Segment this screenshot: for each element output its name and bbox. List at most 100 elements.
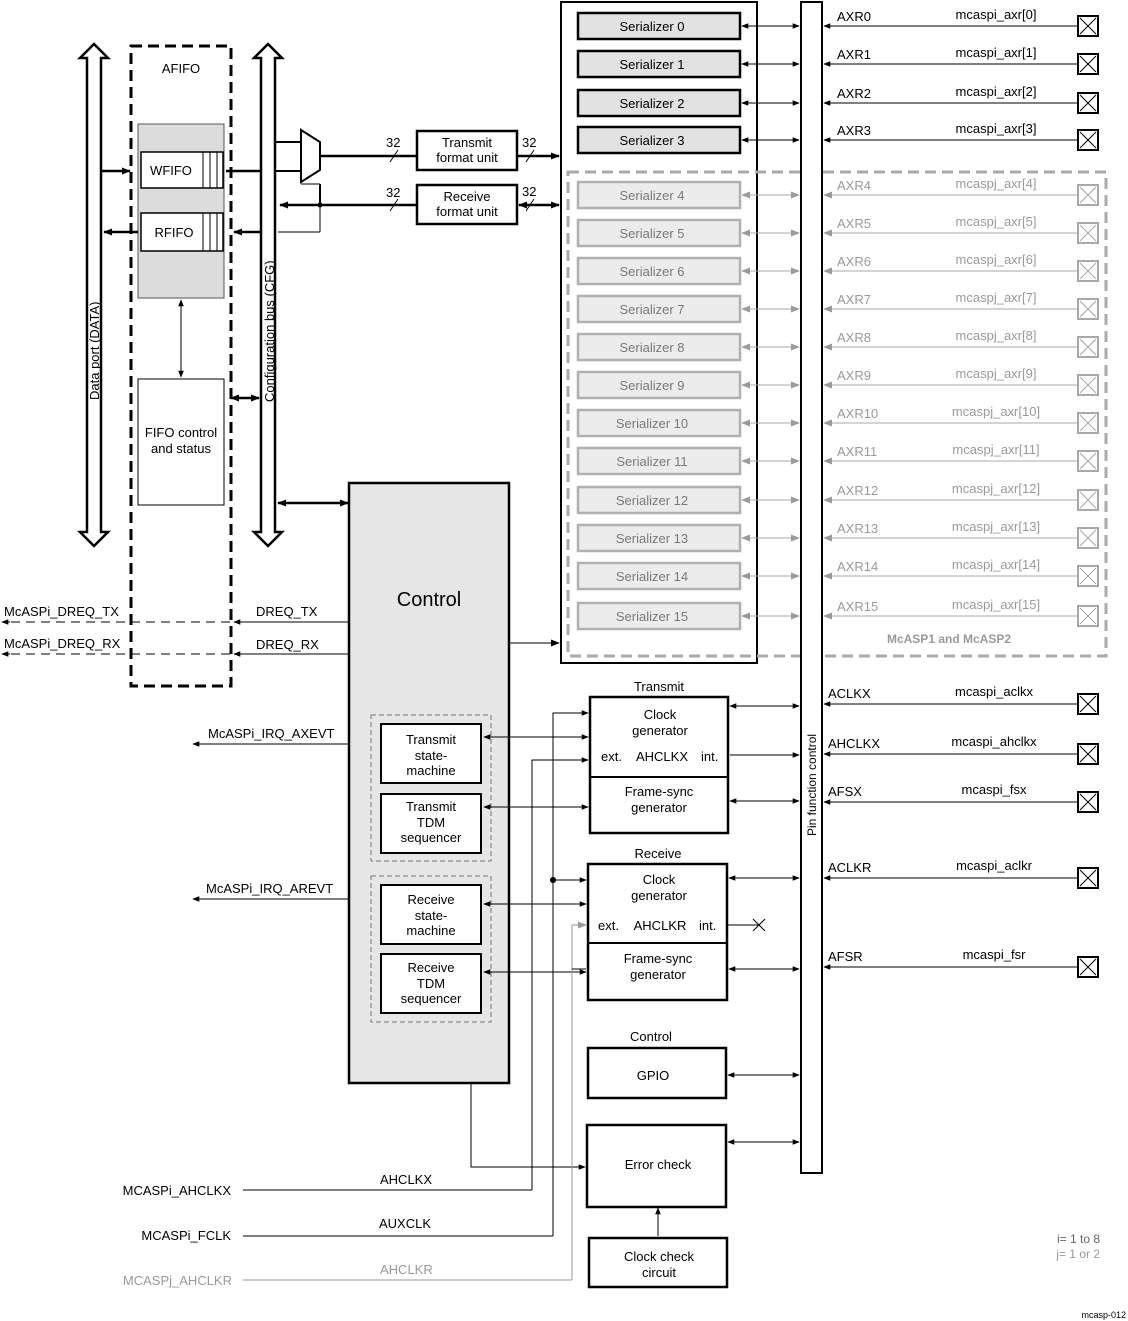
axr-pin-label: mcaspj_axr[8]	[956, 328, 1037, 343]
rx-int-label: int.	[699, 918, 716, 933]
afifo-box	[129, 44, 233, 688]
note-i: i= 1 to 8	[1057, 1232, 1100, 1246]
fifo-control-line2: and status	[151, 441, 211, 456]
serializer-label: Serializer 2	[619, 96, 684, 111]
rx-sm-line2: state-	[415, 908, 448, 923]
serializer-box	[576, 294, 742, 324]
serializer-column	[560, 1, 758, 664]
axr-pin-label: mcaspj_axr[14]	[952, 557, 1040, 572]
axr-label: AXR5	[837, 216, 871, 231]
rx-sm-line1: Receive	[408, 892, 455, 907]
serializer-label: Serializer 7	[619, 302, 684, 317]
serializer-label: Serializer 13	[616, 531, 688, 546]
clock-check-block	[587, 1236, 729, 1289]
irq-arevt-label: McASPi_IRQ_AREVT	[206, 881, 333, 896]
axr-label: AXR3	[837, 123, 871, 138]
axr-label: AXR8	[837, 330, 871, 345]
pin-pad-icon	[1077, 184, 1099, 206]
fifo-control-box	[137, 378, 225, 506]
pin-pad-icon	[1077, 605, 1099, 627]
gpio-title: Control	[630, 1029, 672, 1044]
rx-tdm-sequencer	[380, 953, 482, 1014]
pin-pad-icon	[1077, 129, 1099, 151]
pin-function-control-label: Pin function control	[805, 734, 819, 836]
dreq-rx-label: DREQ_RX	[256, 637, 319, 652]
tx-ahclk-label: AHCLKX	[636, 749, 688, 764]
pin-pad-icon	[1077, 336, 1099, 358]
input-ahclkr-ext: MCASPj_AHCLKR	[123, 1273, 232, 1288]
serializer-box	[576, 332, 742, 362]
serializer-box	[576, 125, 742, 155]
transmit-title: Transmit	[634, 679, 684, 694]
tx-sm-line1: Transmit	[406, 732, 456, 747]
tx-clockgen-line1: Clock	[644, 707, 677, 722]
rx-tdm-line3: sequencer	[401, 991, 462, 1006]
axr-label: AXR7	[837, 292, 871, 307]
tx-tdm-line2: TDM	[417, 815, 445, 830]
clock-pin-row: AFSR mcaspi_fsr	[823, 947, 1099, 978]
rx-ext-label: ext.	[598, 918, 619, 933]
serializer-label: Serializer 0	[619, 19, 684, 34]
pin-pad-icon	[1077, 791, 1099, 813]
rx-fsync-line1: Frame-sync	[624, 951, 693, 966]
bus-width-rx-out: 32	[522, 184, 536, 199]
serializer-box	[576, 370, 742, 400]
tx-fsync-line2: generator	[631, 800, 687, 815]
rfu-line2: format unit	[436, 204, 498, 219]
serializer-label: Serializer 11	[616, 454, 687, 469]
mux-shape	[300, 128, 321, 184]
input-ahclkr-sig: AHCLKR	[380, 1262, 433, 1277]
axr-pin-label: mcaspi_axr[0]	[956, 7, 1037, 22]
rx-tdm-line1: Receive	[408, 960, 455, 975]
bus-width-tx-in: 32	[386, 135, 400, 150]
serializer-box	[576, 408, 742, 438]
input-fclk-ext: MCASPi_FCLK	[141, 1228, 231, 1243]
tx-int-label: int.	[701, 749, 718, 764]
serializer-box	[576, 446, 742, 476]
data-port-bus	[76, 42, 112, 548]
serializer-label: Serializer 1	[619, 57, 684, 72]
serializer-label: Serializer 14	[616, 569, 688, 584]
axr-label: AXR1	[837, 47, 871, 62]
gpio-block	[586, 1046, 728, 1100]
pin-pad-icon	[1077, 450, 1099, 472]
serializer-box	[576, 218, 742, 248]
serializer-label: Serializer 9	[619, 378, 684, 393]
axr-pin-label: mcaspj_axr[5]	[956, 214, 1037, 229]
config-bus	[250, 42, 286, 548]
serializer-box	[576, 88, 742, 118]
bus-width-rx-in: 32	[386, 185, 400, 200]
tx-clockgen-line2: generator	[632, 723, 688, 738]
tx-fsync-line1: Frame-sync	[625, 784, 694, 799]
axr-label: AXR12	[837, 483, 878, 498]
axr-label: AXR4	[837, 178, 871, 193]
serializer-box	[576, 523, 742, 553]
serializer-label: Serializer 12	[616, 493, 688, 508]
rx-fsync-line2: generator	[630, 967, 686, 982]
fifo-area	[137, 123, 225, 299]
axr-pin-label: mcaspj_axr[12]	[952, 481, 1040, 496]
pin-pad-icon	[1077, 15, 1099, 37]
clock-pin-label: mcaspi_fsr	[963, 947, 1027, 962]
clock-pin-label: mcaspi_ahclkx	[951, 734, 1037, 749]
serializer-box	[576, 49, 742, 79]
serializer-row: Serializer 12 AXR12 mcaspj_axr[12]	[576, 481, 1099, 515]
serializer-box	[576, 485, 742, 515]
axr-label: AXR13	[837, 521, 878, 536]
clock-signal-label: AFSR	[828, 949, 863, 964]
figure-id: mcasp-012	[1081, 1310, 1126, 1320]
clock-signal-label: AHCLKX	[828, 736, 880, 751]
serializer-box	[576, 601, 742, 631]
serializer-box	[576, 561, 742, 591]
